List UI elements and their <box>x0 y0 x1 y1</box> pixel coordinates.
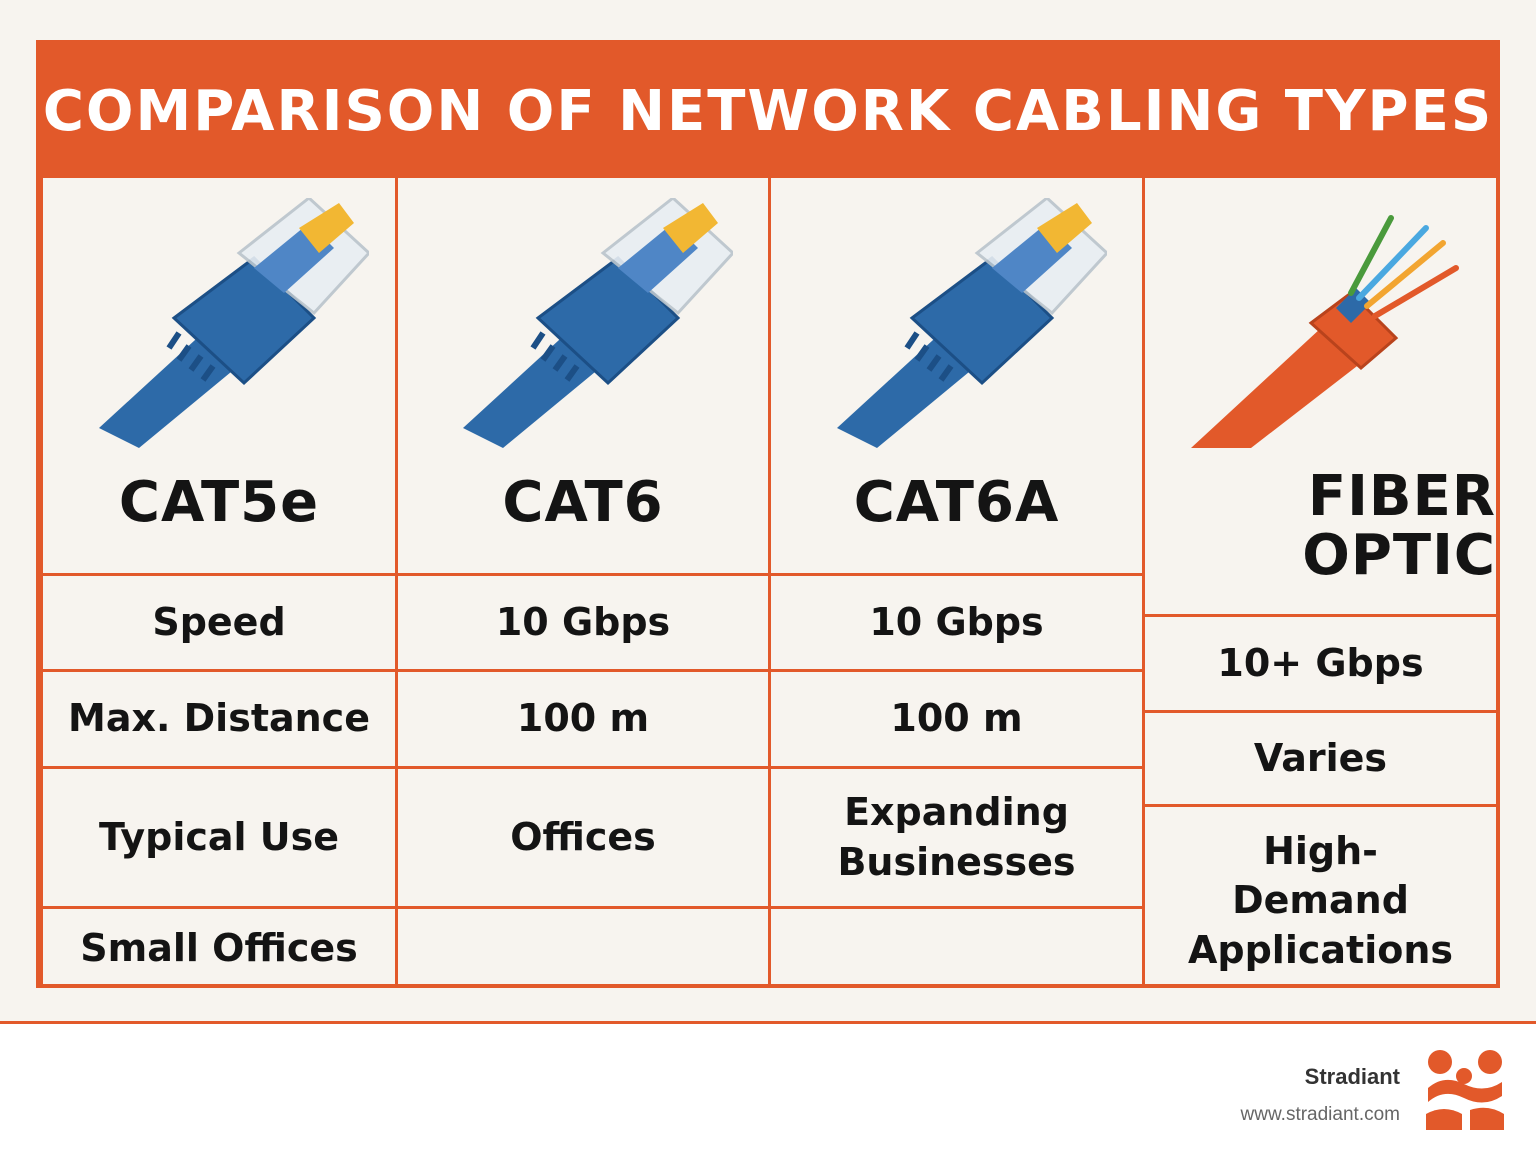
ethernet-cable-icon <box>771 198 1142 458</box>
comparison-table: COMPARISON OF NETWORK CABLING TYPES CAT5… <box>36 40 1500 988</box>
cat6-empty-cell <box>398 906 768 988</box>
fiber-optic-cable-icon <box>1145 198 1496 458</box>
ethernet-cable-icon <box>398 198 768 458</box>
brand-footer: Stradiant www.stradiant.com <box>1241 1064 1400 1126</box>
brand-url[interactable]: www.stradiant.com <box>1240 1104 1400 1125</box>
cat6a-speed: 10 Gbps <box>771 573 1142 669</box>
column-fiber-optic: FIBER OPTIC 10+ Gbps Varies High-Demand … <box>1142 178 1496 984</box>
cat6-max-distance: 100 m <box>398 669 768 766</box>
column-cat5e: CAT5e Speed Max. Distance Typical Use Sm… <box>40 178 395 984</box>
cable-name-fiber-optic: FIBER OPTIC <box>1302 464 1496 589</box>
cat6a-empty-cell <box>771 906 1142 988</box>
cat6a-max-distance: 100 m <box>771 669 1142 766</box>
cable-name-cat6a: CAT6A <box>853 470 1060 536</box>
table-title: COMPARISON OF NETWORK CABLING TYPES <box>40 44 1496 178</box>
fiber-max-distance: Varies <box>1145 710 1496 804</box>
row-label-max-distance: Max. Distance <box>43 669 395 766</box>
brand-name: Stradiant <box>1304 1064 1400 1089</box>
cable-name-cat5e: CAT5e <box>118 470 320 536</box>
infographic-sheet: COMPARISON OF NETWORK CABLING TYPES CAT5… <box>0 0 1536 1024</box>
cat6a-typical-use: Expanding Businesses <box>771 766 1142 906</box>
ethernet-cable-icon <box>43 198 395 458</box>
cat6-typical-use: Offices <box>398 766 768 906</box>
column-cat6a: CAT6A 10 Gbps 100 m Expanding Businesses <box>768 178 1142 984</box>
row-label-typical-use: Typical Use <box>43 766 395 906</box>
column-cat6: CAT6 10 Gbps 100 m Offices <box>395 178 768 984</box>
cable-name-cat6: CAT6 <box>502 470 664 536</box>
cat5e-typical-use: Small Offices <box>43 906 395 988</box>
cat6-speed: 10 Gbps <box>398 573 768 669</box>
stradiant-logo <box>1424 1048 1506 1132</box>
fiber-speed: 10+ Gbps <box>1145 614 1496 710</box>
fiber-typical-use: High-Demand Applications <box>1145 804 1496 988</box>
row-label-speed: Speed <box>43 573 395 669</box>
